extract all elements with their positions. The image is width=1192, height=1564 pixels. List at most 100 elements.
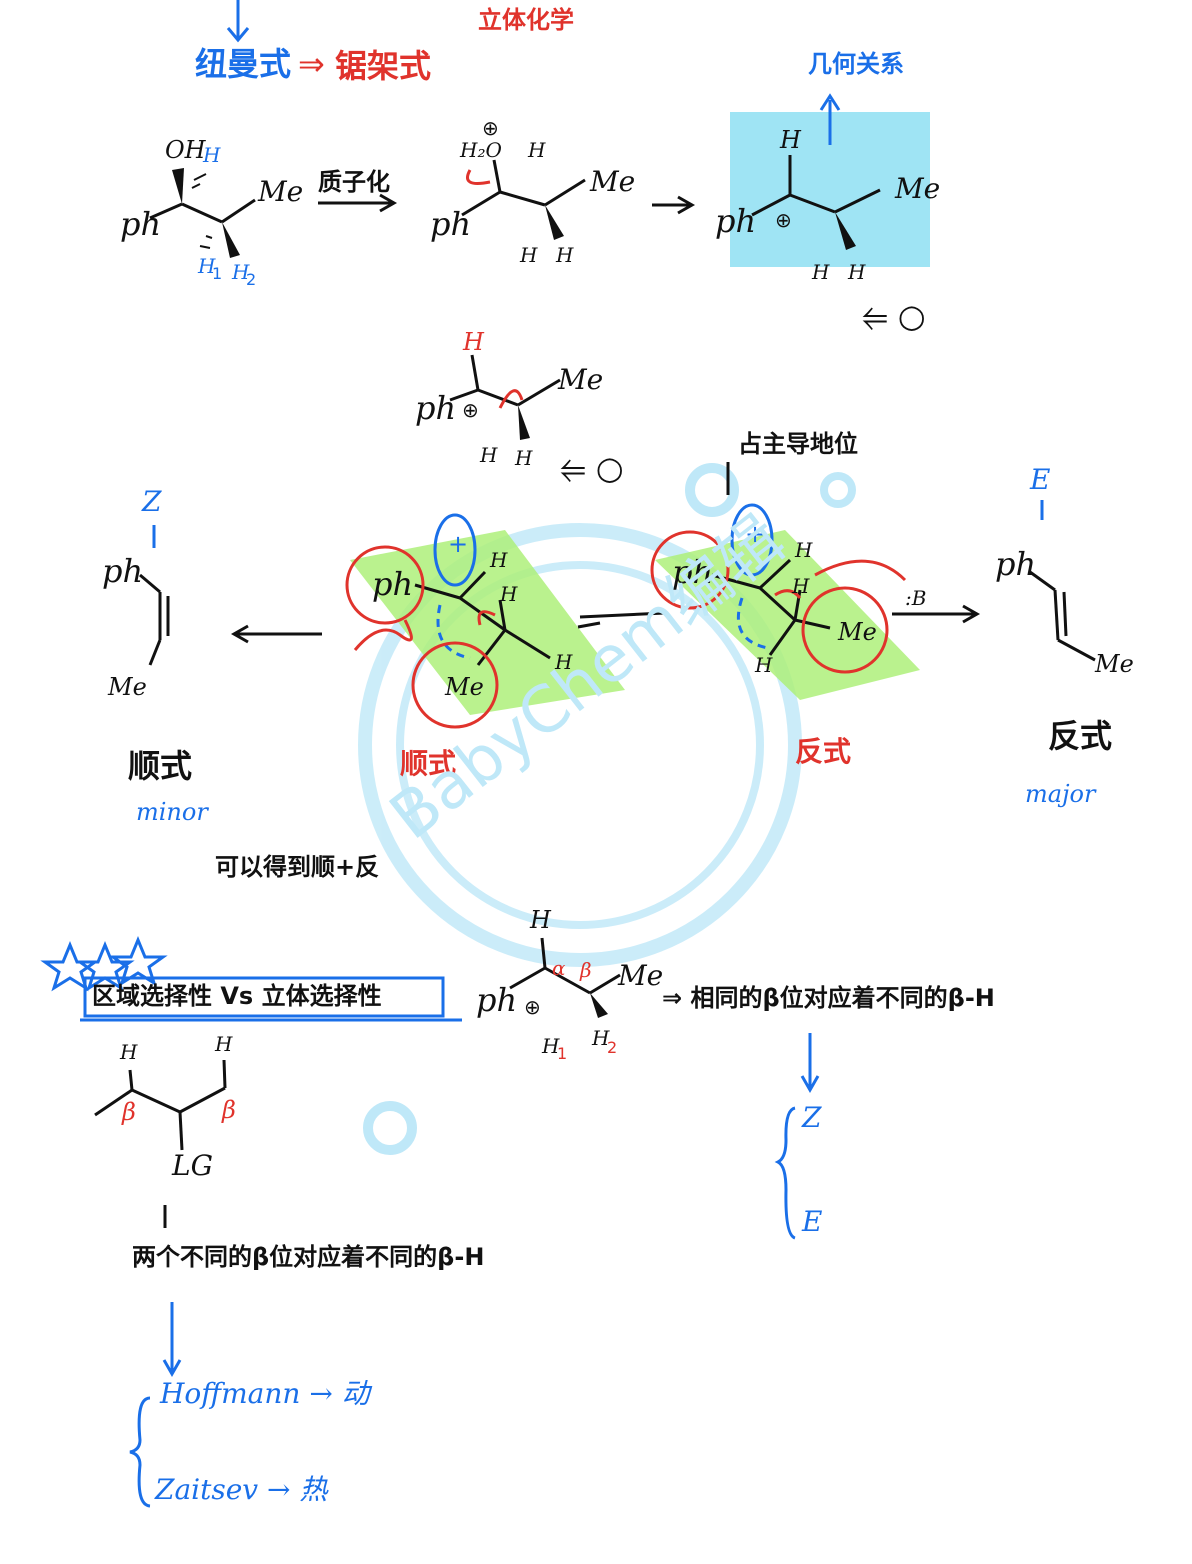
right-newman-me: Me bbox=[838, 618, 877, 646]
right-ph-circle bbox=[650, 530, 730, 610]
down-arrow-2-head bbox=[162, 1359, 182, 1378]
right-newman-base: :B bbox=[905, 586, 927, 610]
stereochem-label: 立体化学 bbox=[478, 6, 574, 34]
reactant-bonds bbox=[149, 198, 256, 224]
brace-left bbox=[129, 1396, 151, 1508]
right-product-bonds bbox=[1029, 570, 1096, 662]
cation2-h1: H bbox=[542, 1034, 560, 1058]
geometry-note: 几何关系 bbox=[808, 50, 904, 78]
right-base-curve bbox=[814, 559, 907, 582]
oxonium-plus: ⊕ bbox=[482, 116, 499, 140]
cation2-wedge bbox=[590, 993, 608, 1018]
left-newman-plus: + bbox=[448, 530, 469, 558]
cation2-ph: ph bbox=[476, 981, 518, 1019]
right-newman-h-b: H bbox=[792, 574, 810, 598]
oxonium-h2o: H₂O bbox=[460, 138, 502, 162]
cation-up-arrowhead bbox=[819, 93, 841, 111]
stars bbox=[40, 936, 168, 992]
alkane-h-right: H bbox=[215, 1032, 233, 1056]
selectivity-text: 区域选择性 Vs 立体选择性 bbox=[92, 982, 382, 1010]
reactant-h1-sub: 1 bbox=[212, 264, 223, 283]
alkane-h-left: H bbox=[120, 1040, 138, 1064]
z-label: Z bbox=[142, 485, 162, 518]
hoffmann-note: Hoffmann → 动 bbox=[160, 1377, 370, 1410]
watermark-dot-3 bbox=[363, 1101, 417, 1155]
sawhorse-label: 锯架式 bbox=[335, 47, 432, 85]
cation-bonds bbox=[751, 155, 881, 217]
rotamer-ph: ph bbox=[415, 389, 457, 427]
reactant-h2: H bbox=[232, 260, 250, 284]
cation2-plus: ⊕ bbox=[524, 995, 541, 1019]
right-product-me: Me bbox=[1095, 650, 1134, 678]
rotamer-h: H bbox=[463, 328, 484, 356]
oxonium-ph: ph bbox=[430, 205, 472, 243]
arrow-to-cation-head bbox=[677, 195, 696, 215]
right-newman-bonds bbox=[711, 558, 831, 656]
rotamer-wedge bbox=[518, 405, 530, 440]
right-newman-h-a: H bbox=[795, 538, 813, 562]
reactant-wedge-oh bbox=[172, 168, 184, 204]
right-dashed-orbital bbox=[736, 597, 769, 650]
eq-top bbox=[579, 611, 666, 619]
cation2-me: Me bbox=[618, 959, 664, 992]
cation2-h: H bbox=[530, 906, 551, 934]
newman-label: 纽曼式 bbox=[195, 45, 292, 83]
cation2-bonds bbox=[509, 937, 621, 995]
cation-wedge bbox=[835, 212, 856, 250]
cation2-alpha: α bbox=[552, 956, 566, 980]
rotamer-bonds bbox=[449, 354, 561, 407]
reactant-h-top: H bbox=[203, 143, 221, 167]
right-product-name: 反式 bbox=[1048, 717, 1113, 755]
right-me-circle bbox=[801, 586, 889, 674]
rotamer-plus: ⊕ bbox=[462, 398, 479, 422]
right-product-ph: ph bbox=[995, 545, 1037, 583]
dominant-note: 占主导地位 bbox=[738, 430, 858, 458]
reactant-hash bbox=[191, 173, 213, 249]
reactant-h1: H bbox=[198, 254, 216, 278]
left-newman-me: Me bbox=[445, 673, 484, 701]
e-label: E bbox=[1030, 463, 1051, 496]
rotamer-h-b: H bbox=[515, 446, 533, 470]
eq-bot bbox=[577, 621, 601, 629]
cation-o: ⥢ ○ bbox=[862, 297, 926, 335]
two-beta-note: 两个不同的β位对应着不同的β-H bbox=[132, 1243, 485, 1271]
reactant-me: Me bbox=[258, 175, 304, 208]
watermark-dot-2 bbox=[820, 472, 856, 508]
left-newman-h-c: H bbox=[555, 650, 573, 674]
reactant-ph: ph bbox=[120, 205, 162, 243]
alkane-bonds bbox=[94, 1059, 227, 1151]
lower-z: Z bbox=[802, 1101, 822, 1134]
arrow-protonation-head bbox=[379, 193, 398, 213]
reagent-label: 质子化 bbox=[318, 168, 390, 196]
oxonium-h: H bbox=[528, 138, 546, 162]
left-newman-bonds bbox=[414, 570, 551, 666]
green-highlight-left bbox=[350, 530, 625, 715]
cation-h-a: H bbox=[812, 260, 830, 284]
right-product-tag: major bbox=[1025, 780, 1096, 808]
top-arrow-head bbox=[226, 27, 250, 43]
arrow-to-left-head bbox=[230, 624, 249, 644]
alkane-lg: LG bbox=[172, 1149, 213, 1182]
zaitsev-note: Zaitsev → 热 bbox=[155, 1473, 328, 1506]
left-p-orbital bbox=[433, 513, 477, 587]
watermark-rings bbox=[358, 523, 802, 967]
left-newman-h-b: H bbox=[500, 582, 518, 606]
alkane-beta-left: β bbox=[122, 1098, 136, 1126]
cation-h-b: H bbox=[848, 260, 866, 284]
cation-me: Me bbox=[895, 172, 941, 205]
right-newman-h-c: H bbox=[755, 653, 773, 677]
left-product-bonds bbox=[139, 573, 170, 666]
left-curved bbox=[477, 610, 496, 626]
left-ph-circle bbox=[345, 545, 425, 625]
cation-ph: ph bbox=[715, 202, 757, 240]
reactant-oh: OH bbox=[165, 136, 206, 164]
lower-e: E bbox=[802, 1205, 823, 1238]
oxonium-h-b: H bbox=[556, 243, 574, 267]
right-p-orbital bbox=[730, 503, 774, 577]
watermark-dot-1 bbox=[685, 463, 739, 517]
oxonium-me: Me bbox=[590, 165, 636, 198]
left-newman-label: 顺式 bbox=[400, 747, 457, 780]
both-note: 可以得到顺+反 bbox=[215, 853, 380, 881]
